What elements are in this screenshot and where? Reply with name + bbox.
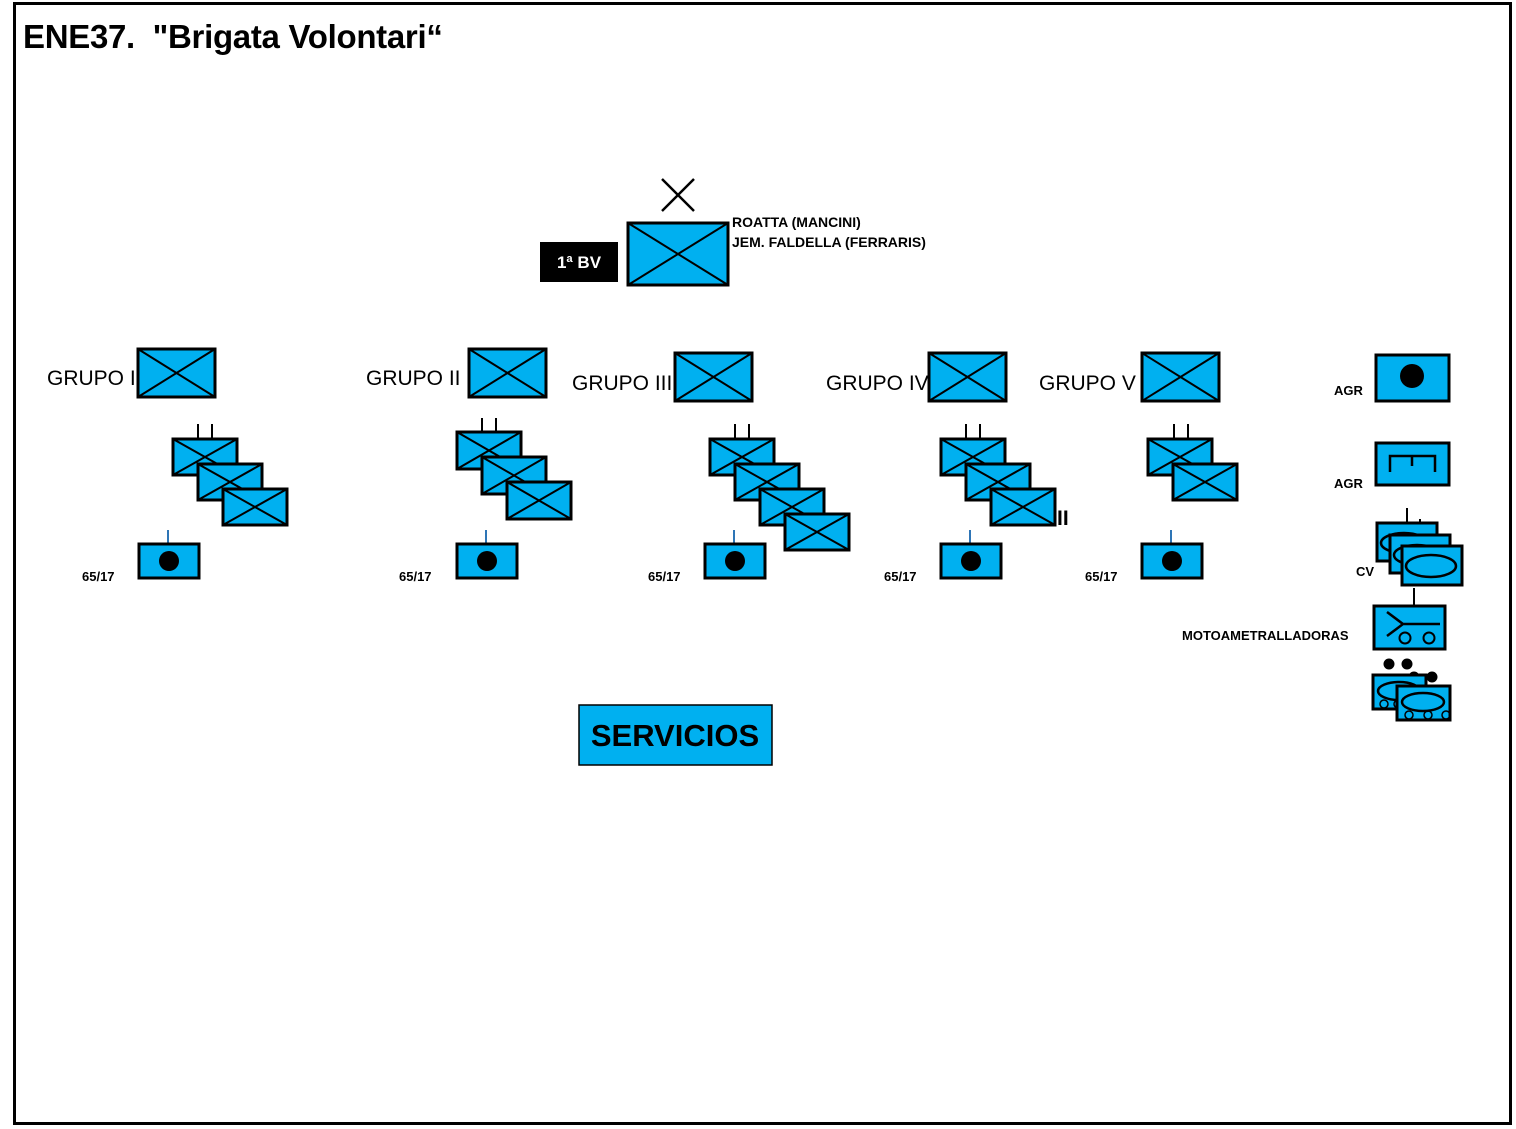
group-4: GRUPO IV II 65/17: [826, 351, 1069, 584]
page-title: ENE37. "Brigata Volontari“: [23, 18, 443, 55]
battalion-icon: [221, 487, 289, 527]
group-label: GRUPO II: [366, 367, 461, 390]
battalion-stack: [708, 424, 851, 552]
artillery-icon: [1140, 530, 1204, 580]
group-3: GRUPO III 65/17: [572, 351, 851, 584]
battalion-stack: [171, 424, 289, 527]
artillery-icon: [703, 530, 767, 580]
battalion-icon: [989, 487, 1057, 527]
hq-chief-of-staff: JEM. FALDELLA (FERRARIS): [732, 234, 926, 250]
group-2: GRUPO II 65/17: [366, 347, 573, 584]
artillery-label: 65/17: [399, 569, 432, 584]
motor-mg-label: MOTOAMETRALLADORAS: [1182, 628, 1349, 643]
hq-brigade: 1ª BV ROATTA (MANCINI) JEM. FALDELLA (FE…: [540, 178, 926, 287]
engineer-group-label: AGR: [1334, 476, 1364, 491]
artillery-icon: [137, 530, 201, 580]
infantry-icon: [927, 351, 1008, 403]
services-label: SERVICIOS: [591, 718, 759, 753]
group-label: GRUPO III: [572, 372, 672, 395]
artillery-label: 65/17: [82, 569, 115, 584]
infantry-icon: [673, 351, 754, 403]
diagram-frame: [13, 2, 1512, 1125]
artillery-label: 65/17: [648, 569, 681, 584]
armor-icon: [1375, 508, 1464, 587]
hq-commander: ROATTA (MANCINI): [732, 214, 861, 230]
armored-car-icon: [1371, 658, 1452, 722]
brigade-x-icon: [661, 178, 695, 212]
infantry-icon: [136, 347, 217, 399]
artillery-icon: [1374, 353, 1451, 403]
artillery-label: 65/17: [1085, 569, 1118, 584]
services-box: SERVICIOS: [578, 704, 773, 766]
infantry-icon: [626, 221, 730, 287]
battalion-stack: [1146, 424, 1239, 502]
infantry-icon: [1140, 351, 1221, 403]
engineer-icon: [1374, 441, 1451, 487]
group-5: GRUPO V 65/17: [1039, 351, 1239, 584]
group-label: GRUPO V: [1039, 372, 1136, 395]
echelon-mark: II: [1057, 507, 1069, 530]
battalion-icon: [1171, 462, 1239, 502]
hq-tag: 1ª BV: [557, 253, 602, 272]
battalion-icon: [783, 512, 851, 552]
battalion-stack: [939, 424, 1057, 527]
support-units: AGR AGR CV MOTOAMETRALLADORAS: [1182, 353, 1464, 722]
artillery-label: 65/17: [884, 569, 917, 584]
group-label: GRUPO I: [47, 367, 136, 390]
group-1: GRUPO I 65/17: [47, 347, 289, 584]
battalion-icon: [505, 480, 573, 521]
tanks-label: CV: [1356, 564, 1374, 579]
motorized-machine-gun-icon: [1372, 588, 1447, 651]
artillery-icon: [939, 530, 1003, 580]
artillery-group-label: AGR: [1334, 383, 1364, 398]
artillery-icon: [455, 530, 519, 580]
infantry-icon: [467, 347, 548, 399]
battalion-stack: [455, 418, 573, 521]
hq-tag-box: [540, 242, 618, 282]
group-label: GRUPO IV: [826, 372, 929, 395]
